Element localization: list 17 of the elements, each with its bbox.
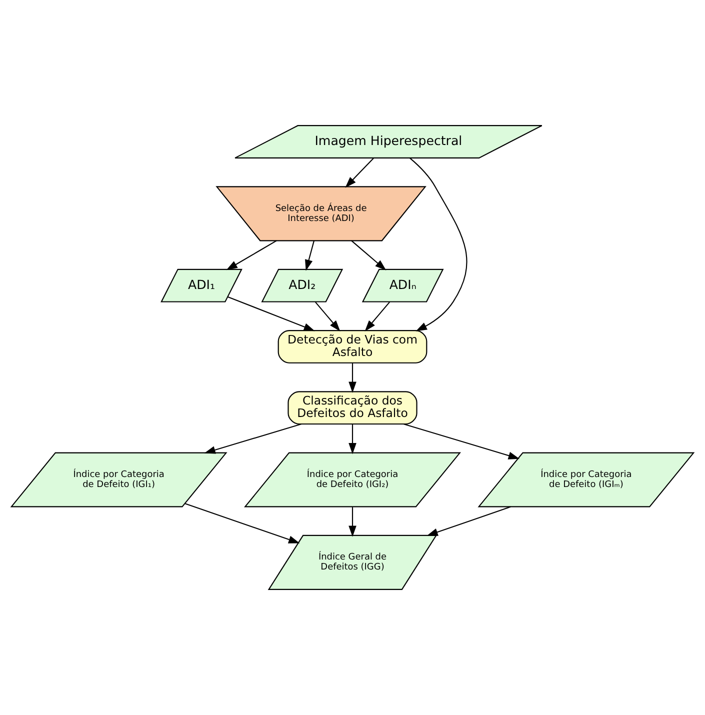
arrow: [348, 363, 356, 393]
arrow: [403, 424, 520, 460]
arrow: [228, 296, 315, 332]
arrow: [305, 240, 315, 271]
arrow: [345, 158, 374, 188]
arrow: [204, 424, 302, 454]
arrow: [184, 503, 300, 544]
arrow: [364, 302, 390, 332]
arrow: [348, 424, 356, 454]
node-box: Detecção de Vias com Asfalto: [278, 330, 428, 364]
arrow: [410, 158, 468, 332]
arrow: [348, 507, 356, 537]
arrow: [426, 506, 511, 536]
arrow: [351, 240, 386, 270]
arrow: [226, 240, 277, 270]
node-box: Classificação dos Defeitos do Asfalto: [288, 391, 418, 425]
arrow: [314, 302, 340, 332]
